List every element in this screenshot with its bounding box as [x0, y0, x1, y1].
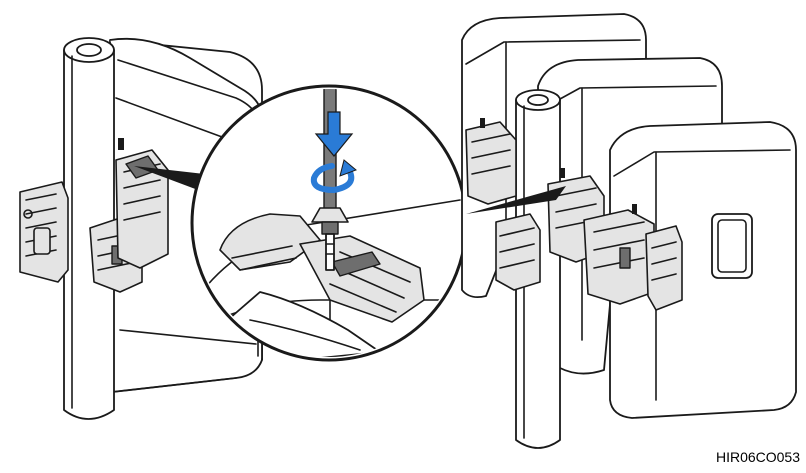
magnifier-detail: [192, 82, 466, 360]
figure-caption: HIR06CO053: [716, 449, 800, 465]
